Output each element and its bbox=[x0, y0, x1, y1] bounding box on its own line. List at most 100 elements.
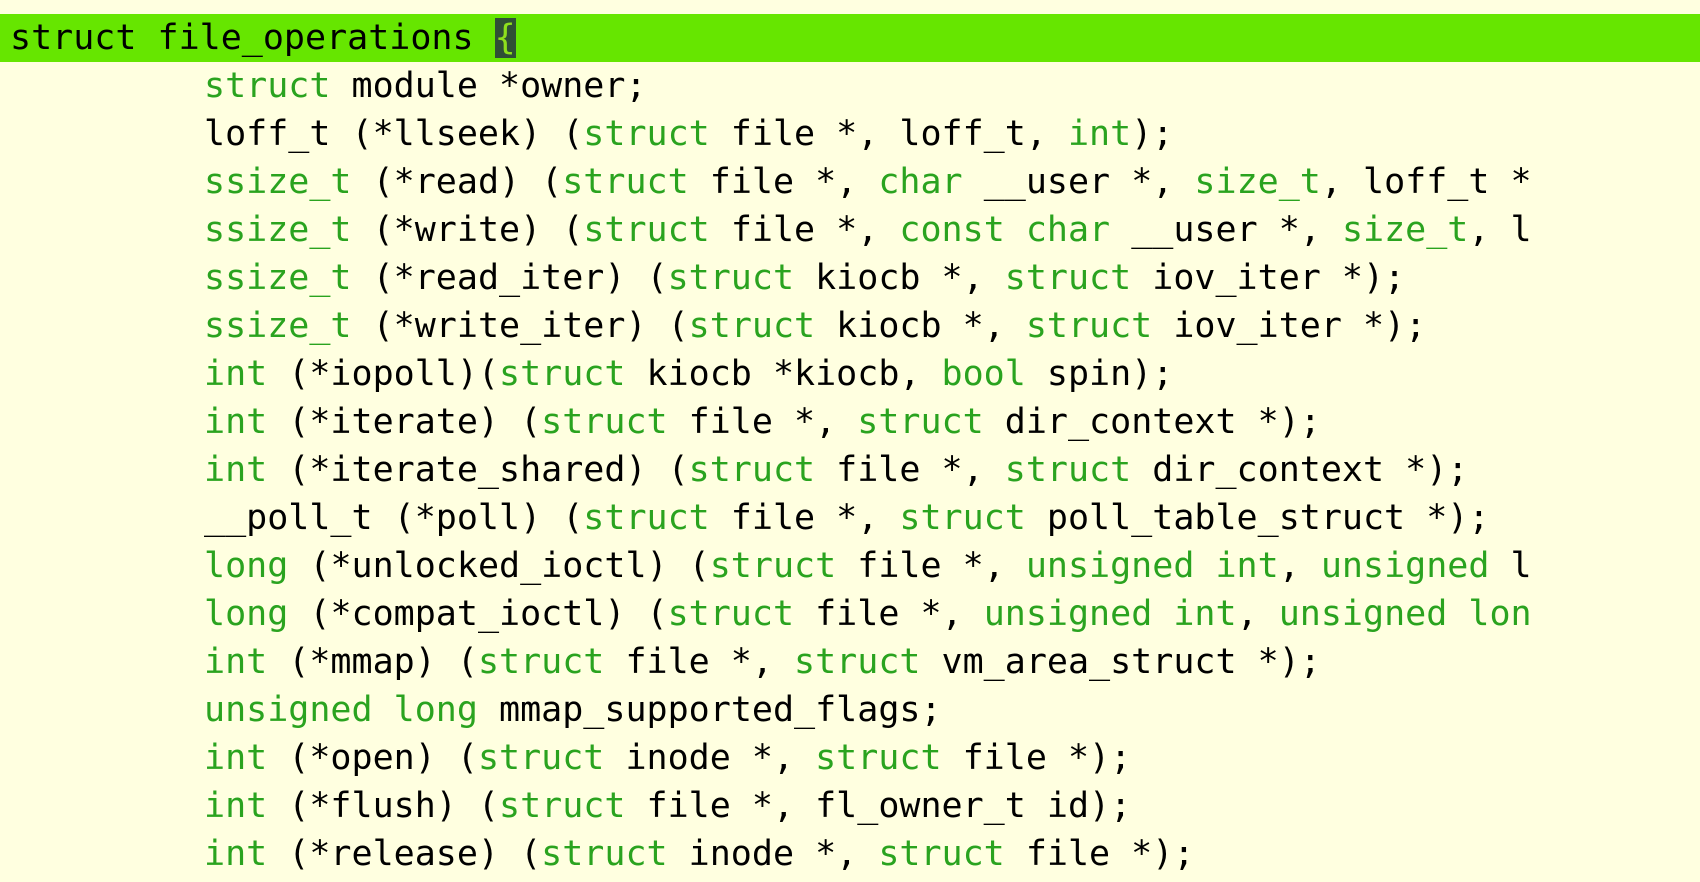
keyword-token: struct bbox=[688, 450, 816, 490]
code-line[interactable]: long (*unlocked_ioctl) (struct file *, u… bbox=[0, 542, 1700, 590]
code-line[interactable]: ssize_t (*read_iter) (struct kiocb *, st… bbox=[0, 254, 1700, 302]
code-token: __poll_t (*poll) ( bbox=[204, 498, 584, 538]
keyword-token: int bbox=[204, 642, 268, 682]
keyword-token: struct bbox=[667, 258, 795, 298]
keyword-token: struct bbox=[562, 162, 689, 202]
code-line[interactable]: struct module *owner; bbox=[0, 62, 1700, 110]
code-line[interactable]: int (*mmap) (struct file *, struct vm_ar… bbox=[0, 638, 1700, 686]
code-line[interactable]: loff_t (*llseek) (struct file *, loff_t,… bbox=[0, 110, 1700, 158]
code-token: (*flush) ( bbox=[267, 786, 500, 826]
code-token: mmap_supported_flags; bbox=[477, 690, 942, 730]
keyword-token: ssize_t bbox=[204, 162, 352, 202]
code-token: iov_iter *); bbox=[1152, 306, 1427, 346]
keyword-token: long bbox=[393, 690, 478, 730]
code-token: file *); bbox=[941, 738, 1132, 778]
code-token: (*iopoll)( bbox=[267, 354, 500, 394]
code-line[interactable]: ssize_t (*write) (struct file *, const c… bbox=[0, 206, 1700, 254]
keyword-token: size_t bbox=[1194, 162, 1321, 202]
line-text: int (*open) (struct inode *, struct file… bbox=[204, 734, 1131, 782]
code-line[interactable]: int (*flush) (struct file *, fl_owner_t … bbox=[0, 782, 1700, 830]
keyword-token: struct bbox=[709, 546, 837, 586]
code-token: struct file_operations bbox=[10, 18, 495, 58]
line-text: struct module *owner; bbox=[204, 62, 647, 110]
keyword-token: struct bbox=[477, 642, 605, 682]
code-line[interactable]: int (*iopoll)(struct kiocb *kiocb, bool … bbox=[0, 350, 1700, 398]
code-token: inode *, bbox=[604, 738, 816, 778]
code-token: vm_area_struct *); bbox=[920, 642, 1321, 682]
keyword-token: char bbox=[878, 162, 963, 202]
code-token: (*read) ( bbox=[351, 162, 563, 202]
line-text: int (*mmap) (struct file *, struct vm_ar… bbox=[204, 638, 1321, 686]
code-token: kiocb *, bbox=[815, 306, 1026, 346]
code-token: file *, loff_t, bbox=[709, 114, 1068, 154]
code-token: (*mmap) ( bbox=[267, 642, 478, 682]
keyword-token: struct bbox=[541, 402, 668, 442]
keyword-token: unsigned bbox=[1278, 594, 1448, 634]
keyword-token: struct bbox=[794, 642, 921, 682]
line-text: ssize_t (*write_iter) (struct kiocb *, s… bbox=[204, 302, 1426, 350]
keyword-token: ssize_t bbox=[204, 258, 352, 298]
code-line[interactable]: ssize_t (*read) (struct file *, char __u… bbox=[0, 158, 1700, 206]
keyword-token: unsigned bbox=[204, 690, 373, 730]
keyword-token: struct bbox=[878, 834, 1005, 874]
keyword-token: char bbox=[1025, 210, 1111, 250]
code-token: file *, bbox=[688, 162, 879, 202]
code-line[interactable]: int (*open) (struct inode *, struct file… bbox=[0, 734, 1700, 782]
code-token: (*read_iter) ( bbox=[351, 258, 668, 298]
keyword-token: struct bbox=[1025, 306, 1153, 346]
keyword-token: struct bbox=[499, 354, 626, 394]
line-text: int (*iopoll)(struct kiocb *kiocb, bool … bbox=[204, 350, 1173, 398]
keyword-token: long bbox=[204, 546, 289, 586]
line-text: int (*iterate) (struct file *, struct di… bbox=[204, 398, 1321, 446]
code-token: file *, bbox=[794, 594, 984, 634]
code-token: poll_table_struct *); bbox=[1025, 498, 1490, 538]
keyword-token: int bbox=[204, 354, 268, 394]
code-token: kiocb *kiocb, bbox=[625, 354, 942, 394]
keyword-token: struct bbox=[815, 738, 942, 778]
code-token: dir_context *); bbox=[983, 402, 1321, 442]
code-token: __user *, bbox=[962, 162, 1195, 202]
code-line[interactable]: int (*release) (struct inode *, struct f… bbox=[0, 830, 1700, 878]
code-line[interactable]: int (*iterate) (struct file *, struct di… bbox=[0, 398, 1700, 446]
code-token: file *, fl_owner_t id); bbox=[625, 786, 1132, 826]
code-token: , bbox=[1278, 546, 1321, 586]
line-text: __poll_t (*poll) (struct file *, struct … bbox=[204, 494, 1489, 542]
code-token: file *, bbox=[604, 642, 795, 682]
keyword-token: struct bbox=[688, 306, 816, 346]
code-token: file *, bbox=[815, 450, 1005, 490]
keyword-token: lon bbox=[1468, 594, 1532, 634]
code-token: file *, bbox=[709, 210, 900, 250]
keyword-token: int bbox=[1067, 114, 1132, 154]
keyword-token: int bbox=[1215, 546, 1279, 586]
line-text: ssize_t (*read_iter) (struct kiocb *, st… bbox=[204, 254, 1405, 302]
code-token: dir_context *); bbox=[1131, 450, 1469, 490]
code-token: (*unlocked_ioctl) ( bbox=[288, 546, 710, 586]
code-line[interactable]: ssize_t (*write_iter) (struct kiocb *, s… bbox=[0, 302, 1700, 350]
code-token: loff_t (*llseek) ( bbox=[204, 114, 584, 154]
code-line[interactable]: long (*compat_ioctl) (struct file *, uns… bbox=[0, 590, 1700, 638]
code-token: file *, bbox=[836, 546, 1026, 586]
line-text: long (*unlocked_ioctl) (struct file *, u… bbox=[204, 542, 1532, 590]
line-text: int (*release) (struct inode *, struct f… bbox=[204, 830, 1194, 878]
keyword-token: struct bbox=[499, 786, 626, 826]
keyword-token: int bbox=[204, 402, 268, 442]
code-line[interactable]: unsigned long mmap_supported_flags; bbox=[0, 686, 1700, 734]
code-line[interactable]: __poll_t (*poll) (struct file *, struct … bbox=[0, 494, 1700, 542]
code-token: __user *, bbox=[1110, 210, 1342, 250]
keyword-token: const bbox=[899, 210, 1005, 250]
keyword-token: struct bbox=[204, 66, 331, 106]
line-text: unsigned long mmap_supported_flags; bbox=[204, 686, 942, 734]
code-token: iov_iter *); bbox=[1131, 258, 1406, 298]
code-line[interactable]: int (*iterate_shared) (struct file *, st… bbox=[0, 446, 1700, 494]
keyword-token: struct bbox=[583, 114, 710, 154]
code-token: (*write) ( bbox=[351, 210, 584, 250]
keyword-token: bool bbox=[941, 354, 1026, 394]
code-token: , loff_t * bbox=[1320, 162, 1532, 202]
keyword-token: unsigned bbox=[1025, 546, 1195, 586]
keyword-token: struct bbox=[667, 594, 795, 634]
code-token: module *owner; bbox=[330, 66, 647, 106]
code-token: ); bbox=[1131, 114, 1174, 154]
text-cursor: { bbox=[494, 18, 516, 58]
code-line-current[interactable]: struct file_operations { bbox=[0, 14, 1700, 62]
